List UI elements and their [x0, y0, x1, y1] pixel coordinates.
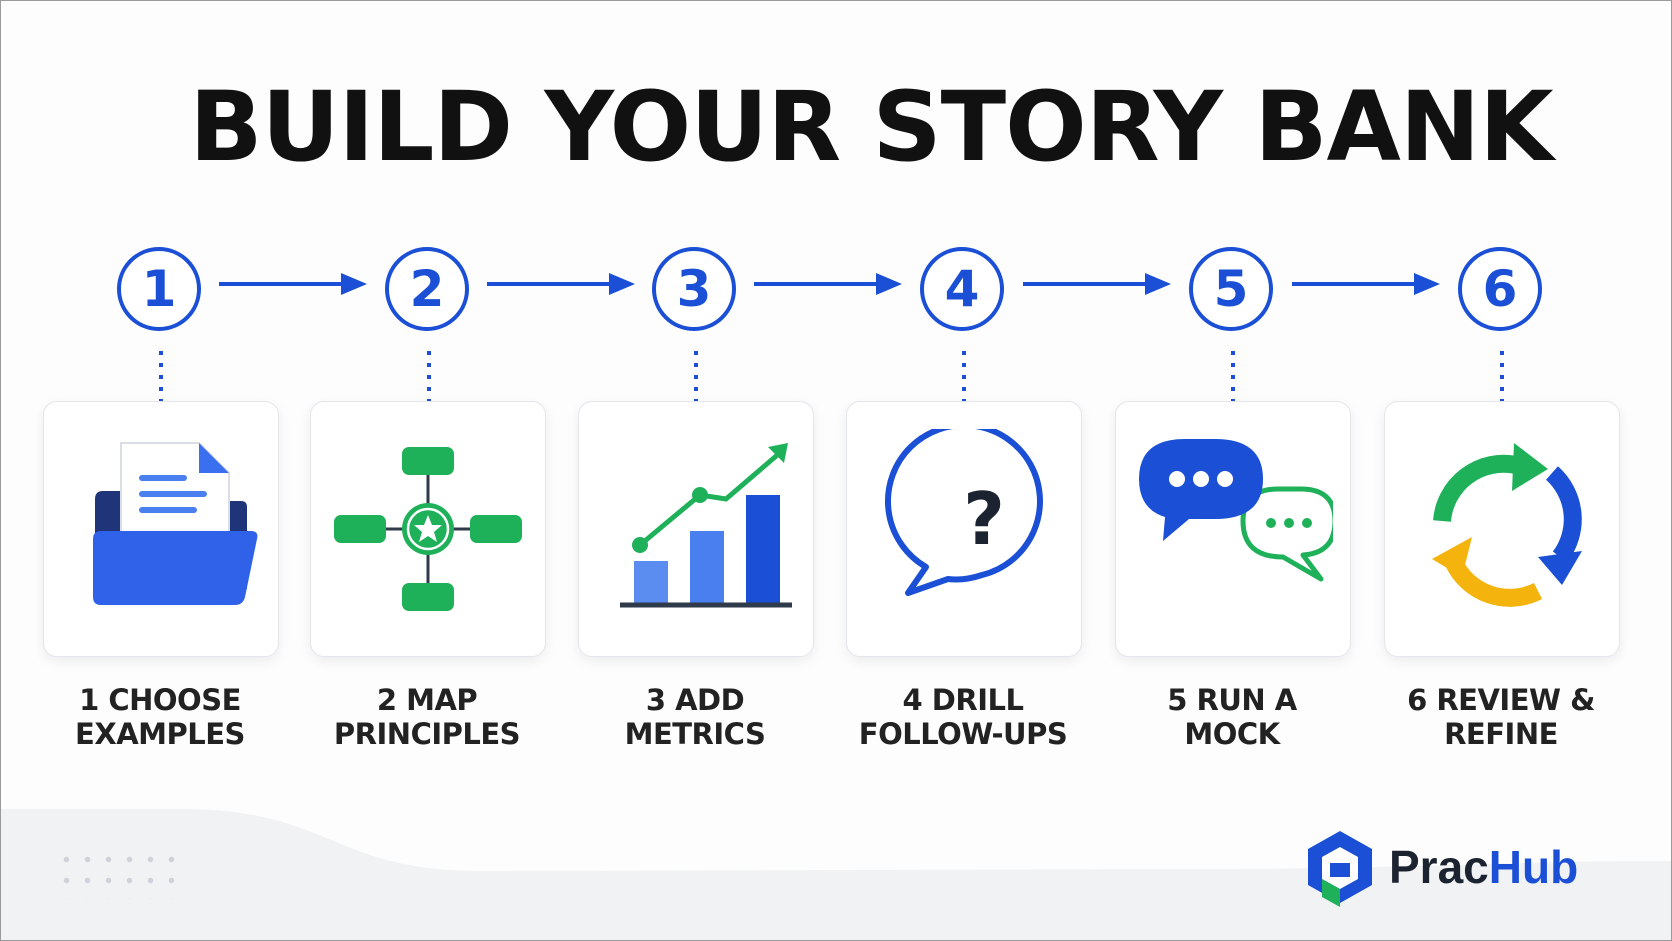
dotted-connector-5 — [1231, 351, 1235, 401]
step-3-number-circle: 3 — [652, 247, 736, 331]
step-4-label: 4 DRILL FOLLOW-UPS — [858, 683, 1068, 751]
chat-bubbles-icon — [1139, 439, 1333, 582]
step-5-number-circle: 5 — [1189, 247, 1273, 331]
step-1-number-circle: 1 — [117, 247, 201, 331]
dotted-connector-2 — [427, 351, 431, 401]
step-1-card — [43, 401, 279, 657]
dotted-connector-4 — [962, 351, 966, 401]
brand-name-part2: Hub — [1488, 841, 1579, 893]
star-hub-diagram-icon — [334, 447, 522, 611]
step-4-card: ? — [846, 401, 1082, 657]
svg-text:?: ? — [963, 477, 1005, 561]
step-2-number-circle: 2 — [385, 247, 469, 331]
refresh-cycle-icon — [1432, 443, 1582, 607]
step-6-number-circle: 6 — [1458, 247, 1542, 331]
step-3-card — [578, 401, 814, 657]
folder-document-icon — [93, 442, 258, 605]
arrow-4-to-5 — [1023, 273, 1171, 295]
step-2-card — [310, 401, 546, 657]
arrow-1-to-2 — [219, 273, 367, 295]
arrow-3-to-4 — [754, 273, 902, 295]
dotted-connector-6 — [1500, 351, 1504, 401]
step-6-label: 6 REVIEW & REFINE — [1407, 683, 1595, 751]
step-2-label: 2 MAP PRINCIPLES — [333, 683, 521, 751]
step-5-label: 5 RUN A MOCK — [1167, 683, 1297, 751]
brand-name: PracHub — [1389, 839, 1578, 895]
page-title: BUILD YOUR STORY BANK — [189, 71, 1553, 183]
step-3-label: 3 ADD METRICS — [624, 683, 766, 751]
step-1-label: 1 CHOOSE EXAMPLES — [75, 683, 245, 751]
dotted-connector-3 — [694, 351, 698, 401]
decorative-dot-grid — [56, 849, 176, 899]
bar-chart-trend-icon — [620, 443, 792, 608]
brand-name-part1: Prac — [1389, 841, 1489, 893]
step-4-number-circle: 4 — [920, 247, 1004, 331]
dotted-connector-1 — [159, 351, 163, 401]
arrow-2-to-3 — [487, 273, 635, 295]
prachub-logo-icon — [1308, 831, 1372, 907]
step-5-card — [1115, 401, 1351, 657]
brand-logo: PracHub — [1306, 829, 1646, 909]
step-6-card — [1384, 401, 1620, 657]
question-bubble-icon: ? — [884, 429, 1043, 596]
arrow-5-to-6 — [1292, 273, 1440, 295]
